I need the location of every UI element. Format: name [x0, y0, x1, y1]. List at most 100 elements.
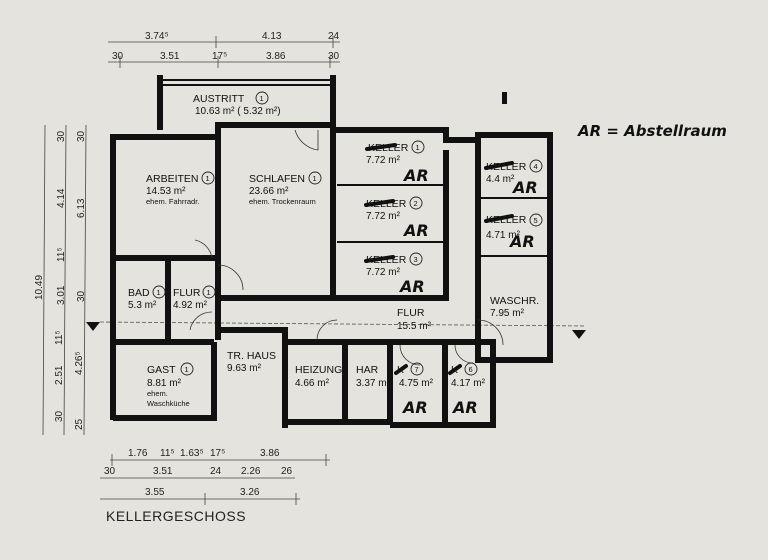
top-dimensions: 3.74⁵ 4.13 24 30 3.51 17⁵ 3.86 30 [108, 31, 340, 68]
room-austritt-name: AUSTRITT [193, 93, 245, 105]
room-flur-name: FLUR [397, 307, 425, 319]
dim-label: 25 [74, 418, 85, 430]
dim-label: 3.51 [153, 466, 173, 477]
room-note: ehem. Trockenraum [249, 197, 316, 206]
dim-label: 4.26⁵ [74, 351, 85, 375]
room-number: 6 [469, 365, 473, 374]
room-number: 1 [207, 288, 211, 297]
ar-mark: AR [402, 166, 429, 185]
handwritten-annotations: AR AR AR AR AR AR AR AR = Abstellraum [364, 122, 727, 417]
dim-label: 26 [281, 466, 293, 477]
plan-title: KELLERGESCHOSS [106, 508, 246, 524]
dim-label: 3.55 [145, 487, 165, 498]
room-number: 5 [534, 216, 538, 225]
dim-label: 3.86 [260, 448, 280, 459]
ar-mark: AR [511, 178, 538, 197]
ar-mark: AR [398, 277, 425, 296]
dim-label: 4.13 [262, 31, 282, 42]
dim-label: 3.86 [266, 51, 286, 62]
dim-label: 2.26 [241, 466, 261, 477]
room-number: 1 [416, 143, 420, 152]
room-gast-name: GAST [147, 364, 176, 376]
room-area: 14.53 m² [146, 186, 186, 197]
dim-label: 3.74⁵ [145, 31, 169, 42]
room-bad-name: BAD [128, 287, 150, 299]
dim-label: 24 [328, 31, 340, 42]
ar-mark: AR [401, 398, 428, 417]
room-name: KELLER [486, 161, 527, 173]
left-dimensions: 10.49 30 4.14 11⁵ 3.01 11⁵ 2.51 30 30 6.… [34, 124, 87, 436]
room-note: ehem. Fahrradr. [146, 197, 199, 206]
room-area: 7.95 m² [490, 308, 525, 319]
walls [110, 75, 553, 428]
room-area: 4.17 m² [451, 378, 486, 389]
dim-label: 3.51 [160, 51, 180, 62]
room-number: 1 [185, 365, 189, 374]
room-area: 7.72 m² [366, 155, 401, 166]
dim-label: 10.49 [34, 275, 45, 300]
room-number: 1 [157, 288, 161, 297]
dim-label: 11⁵ [56, 247, 67, 262]
section-marker-left [86, 322, 100, 331]
room-waschraum-name: WASCHR. [490, 295, 539, 307]
room-number: 1 [260, 94, 264, 103]
dim-label: 6.13 [76, 198, 87, 218]
room-area: 9.63 m² [227, 363, 262, 374]
room-area: 4.92 m² [173, 300, 208, 311]
dim-label: 3.26 [240, 487, 260, 498]
room-note: ehem. [147, 389, 168, 398]
room-area: 5.3 m² [128, 300, 157, 311]
room-number: 7 [415, 365, 419, 374]
dim-label: 30 [76, 290, 87, 302]
room-area: 15.5 m² [397, 321, 432, 332]
room-area: 10.63 m² ( 5.32 m²) [195, 106, 281, 117]
section-line [99, 321, 587, 327]
room-treppenhaus-name: TR. HAUS [227, 350, 276, 362]
dim-label: 30 [328, 51, 340, 62]
room-area: 4.66 m² [295, 378, 330, 389]
dim-label: 11⁵ [160, 448, 175, 459]
dim-label: 30 [104, 466, 116, 477]
keller-4: KELLER 4 4.4 m² [486, 159, 543, 185]
keller-5: KELLER 5 4.71 m² [486, 213, 543, 241]
room-area: 4.4 m² [486, 174, 515, 185]
room-heizung-name: HEIZUNG [295, 364, 342, 376]
dim-label: 2.51 [54, 365, 65, 385]
dim-label: 17⁵ [212, 51, 227, 62]
room-number: 1 [206, 174, 210, 183]
ar-mark: AR [451, 398, 478, 417]
room-har-name: HAR [356, 364, 379, 376]
room-flur1-name: FLUR [173, 287, 201, 299]
dim-label: 30 [112, 51, 124, 62]
room-number: 2 [414, 199, 418, 208]
dim-label: 3.01 [56, 285, 67, 305]
room-number: 4 [534, 162, 538, 171]
dim-label: 30 [76, 130, 87, 142]
dim-label: 24 [210, 466, 222, 477]
room-name: KELLER [368, 142, 409, 154]
dim-label: 1.76 [128, 448, 148, 459]
dim-label: 4.14 [56, 188, 67, 208]
ar-mark: AR [508, 232, 535, 251]
room-area: 7.72 m² [366, 211, 401, 222]
dim-label: 17⁵ [210, 448, 225, 459]
dim-label: 1.63⁵ [180, 448, 204, 459]
room-area: 4.75 m² [399, 378, 434, 389]
room-name: KELLER [486, 214, 527, 226]
room-area: 23.66 m² [249, 186, 289, 197]
room-number: 3 [414, 255, 418, 264]
legend-note: AR = Abstellraum [577, 122, 727, 140]
room-area: 4.71 m² [486, 230, 521, 241]
room-schlafen-name: SCHLAFEN [249, 173, 305, 185]
dim-label: 30 [56, 130, 67, 142]
dim-label: 30 [54, 410, 65, 422]
keller-1: KELLER 1 7.72 m² [366, 140, 425, 166]
bottom-dimensions: 1.76 11⁵ 1.63⁵ 17⁵ 3.86 30 3.51 24 2.26 … [100, 448, 330, 505]
room-area: 8.81 m² [147, 378, 182, 389]
room-area: 7.72 m² [366, 267, 401, 278]
room-area: 3.37 m² [356, 378, 391, 389]
dim-label: 11⁵ [54, 330, 65, 345]
section-marker-right [572, 330, 586, 339]
room-arbeiten-name: ARBEITEN [146, 173, 199, 185]
